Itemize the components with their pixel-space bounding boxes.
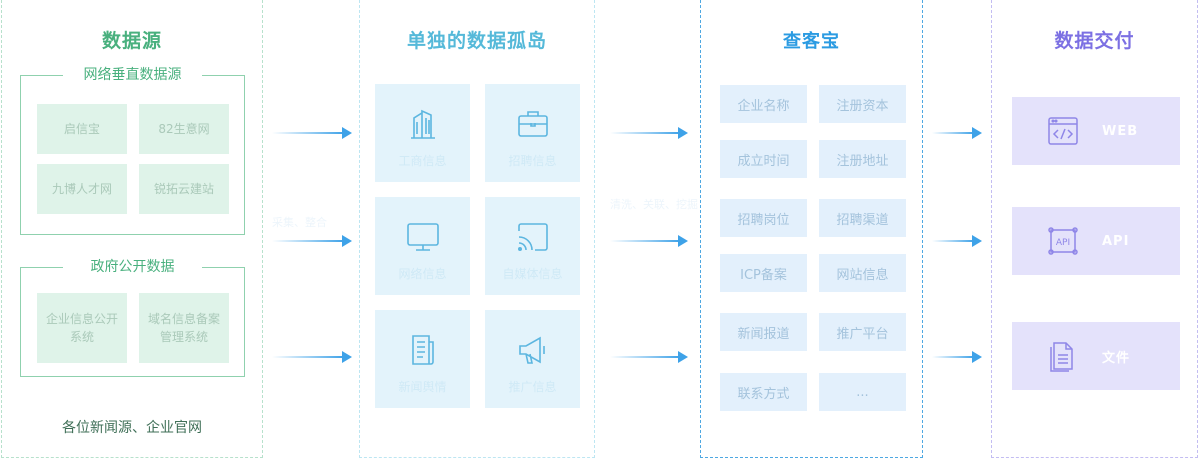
ghost-label-process: 清洗、关联、挖掘 <box>610 198 698 211</box>
cast-icon <box>517 222 548 251</box>
vertical-sources-title: 网络垂直数据源 <box>83 67 182 83</box>
government-data-title: 政府公开数据 <box>90 259 175 275</box>
island-tile: 工商信息 <box>375 84 470 182</box>
document-icon <box>411 334 434 365</box>
arrow <box>272 351 352 363</box>
field-cell: 新闻报道 <box>720 313 807 351</box>
delivery-item-web: WEB <box>1012 97 1180 165</box>
source-cell: 域名信息备案管理系统 <box>139 293 229 363</box>
islands-column: 单独的数据孤岛 工商信息 招聘信息 网络信息 自媒体信息 新闻舆情 推广信息 <box>359 0 595 458</box>
field-cell: 企业名称 <box>720 85 807 123</box>
file-stack-icon <box>1050 342 1073 372</box>
island-label: 新闻舆情 <box>398 379 447 394</box>
delivery-item-file: 文件 <box>1012 322 1180 390</box>
sources-footer: 各位新闻源、企业官网 <box>62 420 202 436</box>
delivery-column: 数据交付 WEB API API 文件 <box>991 0 1198 458</box>
ghost-label-collect: 采集、整合 <box>272 216 327 229</box>
island-tile: 招聘信息 <box>485 84 580 182</box>
arrow <box>610 235 688 247</box>
field-cell: 招聘渠道 <box>819 199 906 237</box>
source-cell: 82生意网 <box>139 104 229 154</box>
field-cell: 成立时间 <box>720 140 807 178</box>
source-cell: 九博人才网 <box>37 164 127 214</box>
field-cell: 联系方式 <box>720 373 807 411</box>
island-label: 网络信息 <box>398 266 447 281</box>
building-icon <box>410 109 435 139</box>
island-tile: 网络信息 <box>375 197 470 295</box>
field-cell: 注册资本 <box>819 85 906 123</box>
arrow <box>272 235 352 247</box>
sources-column: 数据源 网络垂直数据源 启信宝 82生意网 九博人才网 锐拓云建站 政府公开数据… <box>1 0 263 458</box>
field-cell: 网站信息 <box>819 254 906 292</box>
svg-text:API: API <box>1056 238 1070 248</box>
arrow <box>610 351 688 363</box>
arrow <box>932 235 982 247</box>
arrow <box>610 127 688 139</box>
field-cell: ... <box>819 373 906 411</box>
island-tile: 新闻舆情 <box>375 310 470 408</box>
delivery-title: 数据交付 <box>1054 30 1135 52</box>
delivery-label: API <box>1102 233 1130 249</box>
code-window-icon <box>1048 117 1078 145</box>
field-cell: 注册地址 <box>819 140 906 178</box>
island-tile: 自媒体信息 <box>485 197 580 295</box>
island-label: 工商信息 <box>398 153 447 168</box>
island-label: 招聘信息 <box>508 153 557 168</box>
government-data-group: 政府公开数据 企业信息公开系统 域名信息备案管理系统 <box>20 259 245 377</box>
arrow <box>932 127 982 139</box>
api-icon: API <box>1048 227 1078 255</box>
briefcase-icon <box>517 110 548 137</box>
field-cell: 推广平台 <box>819 313 906 351</box>
island-label: 推广信息 <box>508 379 557 394</box>
arrow <box>932 351 982 363</box>
monitor-icon <box>406 222 439 251</box>
chakebao-column: 查客宝 企业名称 注册资本 成立时间 注册地址 招聘岗位 招聘渠道 ICP备案 … <box>700 0 923 458</box>
delivery-label: WEB <box>1102 123 1139 139</box>
field-cell: ICP备案 <box>720 254 807 292</box>
field-cell: 招聘岗位 <box>720 199 807 237</box>
vertical-sources-group: 网络垂直数据源 启信宝 82生意网 九博人才网 锐拓云建站 <box>20 67 245 235</box>
source-cell: 锐拓云建站 <box>139 164 229 214</box>
islands-title: 单独的数据孤岛 <box>406 30 547 52</box>
chakebao-title: 查客宝 <box>783 31 840 52</box>
source-cell: 企业信息公开系统 <box>37 293 127 363</box>
sources-title: 数据源 <box>101 30 162 52</box>
source-cell: 启信宝 <box>37 104 127 154</box>
delivery-item-api: API API <box>1012 207 1180 275</box>
delivery-label: 文件 <box>1102 350 1131 366</box>
arrow <box>272 127 352 139</box>
island-label: 自媒体信息 <box>502 266 563 281</box>
island-tile: 推广信息 <box>485 310 580 408</box>
megaphone-icon <box>518 336 545 364</box>
